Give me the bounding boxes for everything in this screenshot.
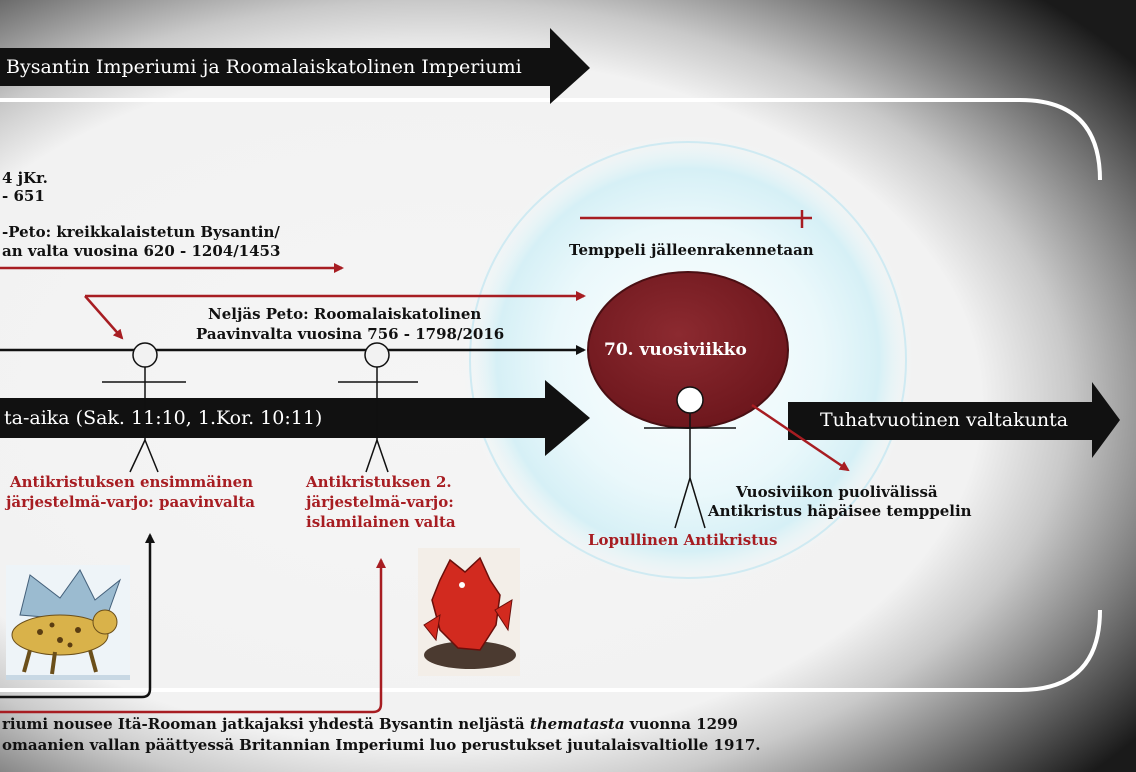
antichrist1-line-2: järjestelmä-varjo: paavinvalta	[6, 493, 256, 511]
top-banner-arrow	[0, 28, 590, 104]
bottom-line-1-italic: thematasta	[529, 715, 625, 733]
final-antichrist-label: Lopullinen Antikristus	[588, 531, 778, 549]
glow-ring	[469, 141, 907, 579]
right-banner-arrow	[788, 382, 1120, 458]
diagonal-red-arrow	[84, 295, 124, 340]
antichrist2-line-1: Antikristuksen 2.	[306, 473, 452, 491]
antichrist1-line-1: Antikristuksen ensimmäinen	[10, 473, 254, 491]
third-beast-line-1: -Peto: kreikkalaistetun Bysantin/	[2, 223, 280, 241]
bottom-line-1-a: riumi nousee Itä-Rooman jatkajaksi yhdes…	[2, 715, 530, 733]
temple-label: Temppeli jälleenrakennetaan	[569, 241, 814, 259]
date-line-1: 4 jKr.	[2, 169, 48, 187]
week-label: 70. vuosiviikko	[604, 340, 747, 360]
stick-figure-1	[102, 342, 186, 473]
winged-leopard-icon	[6, 565, 130, 680]
date-line-2: - 651	[2, 187, 45, 205]
black-return-arrow	[0, 533, 155, 699]
bottom-line-1-b: vuonna 1299	[624, 715, 738, 733]
frame-line-top	[0, 98, 1102, 181]
mid-week-line-1: Vuosiviikon puolivälissä	[736, 483, 938, 501]
middle-banner-label: ta-aika (Sak. 11:10, 1.Kor. 10:11)	[4, 407, 323, 429]
frame-line-bottom	[0, 609, 1102, 692]
right-banner-label: Tuhatvuotinen valtakunta	[820, 409, 1069, 431]
fourth-beast-line-1: Neljäs Peto: Roomalaiskatolinen	[208, 305, 482, 323]
antichrist2-line-3: islamilainen valta	[306, 513, 456, 531]
bottom-line-1: riumi nousee Itä-Rooman jatkajaksi yhdes…	[2, 716, 738, 733]
fourth-beast-line-2: Paavinvalta vuosina 756 - 1798/2016	[196, 325, 505, 343]
stick-figure-2	[338, 342, 418, 473]
antichrist2-line-2: järjestelmä-varjo:	[306, 493, 454, 511]
mid-week-arrow	[751, 403, 850, 472]
red-beast-icon	[418, 548, 520, 676]
red-return-arrow	[0, 558, 386, 714]
mid-week-line-2: Antikristus häpäisee temppelin	[708, 502, 972, 520]
top-banner-label: Bysantin Imperiumi ja Roomalaiskatolinen…	[6, 56, 522, 78]
stick-figure-3	[644, 386, 736, 529]
bottom-line-2: omaanien vallan päättyessä Britannian Im…	[2, 736, 761, 754]
third-beast-line-2: an valta vuosina 620 - 1204/1453	[2, 242, 281, 260]
middle-banner-arrow	[0, 380, 590, 456]
